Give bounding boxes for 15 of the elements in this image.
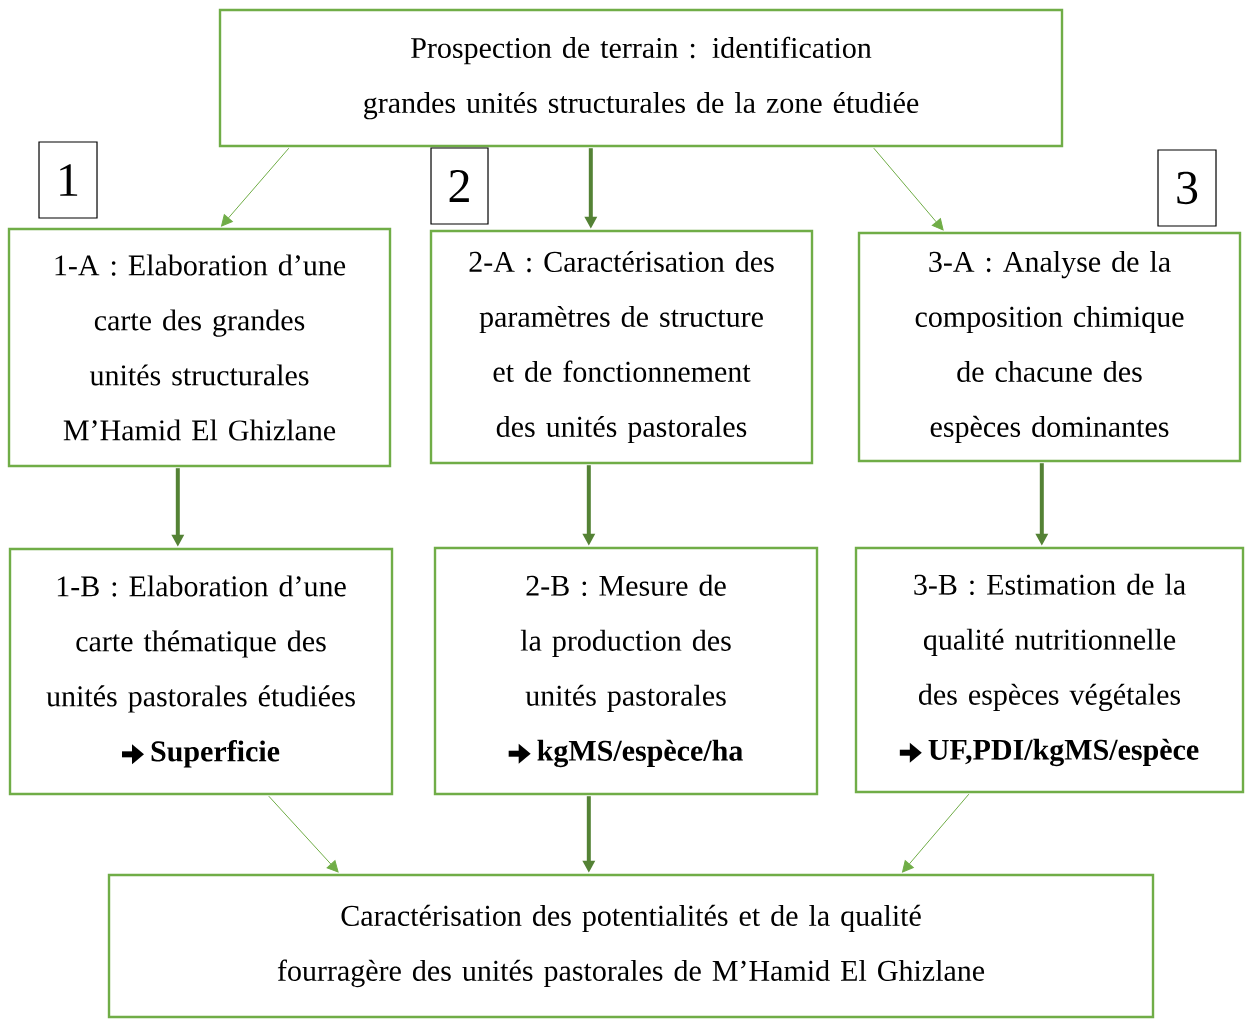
process-box: Prospection de terrain : identification grandes unités structurales de la zone étudiée [218,8,1064,148]
process-box: 1-A : Elaboration d’une carte des grandes unités structurales M’Hamid El Ghizlane [7,227,392,468]
arrow [268,795,339,873]
process-box: 1-B : Elaboration d’une carte thématique des unités pastorales étudiées Superficie [8,547,394,796]
arrow [902,793,970,873]
step-number-box: 3 [1157,149,1217,227]
process-box: 2-A : Caractérisation des paramètres de structure et de fonctionnement des unités pastorales [429,229,814,465]
arrow [873,147,944,231]
process-box: Caractérisation des potentialités et de la qualité fourragère des unités pastorales de M’Hamid El Ghizlane [107,873,1155,1019]
step-number-box: 1 [38,141,98,219]
process-box: 3-A : Analyse de la composition chimique de chacune des espèces dominantes [857,231,1242,463]
process-box: 2-B : Mesure de la production des unités pastorales kgMS/espèce/ha [433,546,819,796]
process-box: 3-B : Estimation de la qualité nutritionnelle des espèces végétales UF,PDI/kgMS/espèce [854,546,1245,794]
step-number-box: 2 [430,147,489,225]
arrow [221,147,290,227]
